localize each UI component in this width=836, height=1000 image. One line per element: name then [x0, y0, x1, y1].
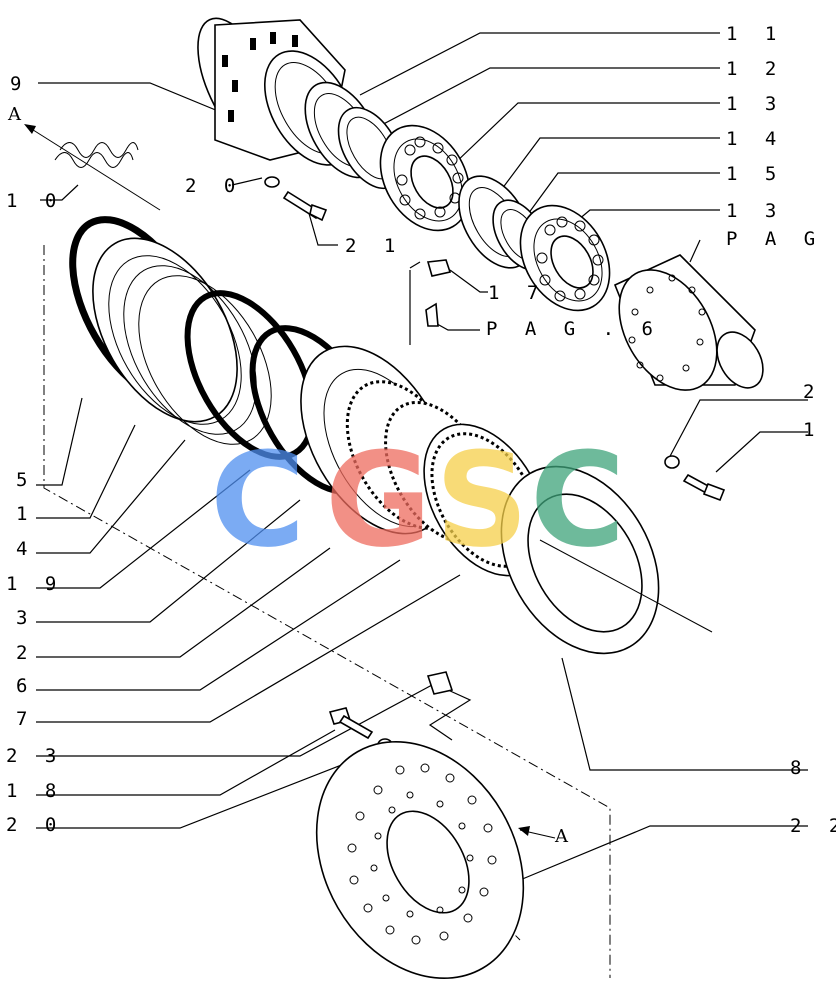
- watermark-letter: G: [325, 424, 432, 576]
- label-17: 1 7: [488, 282, 546, 304]
- label-3: 3: [16, 607, 35, 629]
- label-8: 8: [790, 757, 809, 779]
- label-19: 1 9: [6, 573, 64, 595]
- part-10-spring: [54, 142, 139, 168]
- label-20-right: 2 0: [803, 381, 836, 403]
- part-20-washer-right: [664, 455, 680, 469]
- label-18: 1 8: [6, 780, 64, 802]
- part-23-plug: [426, 671, 454, 695]
- label-13-second: 1 3: [726, 200, 784, 222]
- label-arrow-a-top: A: [7, 104, 22, 125]
- label-6: 6: [16, 675, 35, 697]
- label-12: 1 2: [726, 58, 784, 80]
- label-13-top: 1 3: [726, 93, 784, 115]
- callout-labels: 9 A 1 0 1 1 1 2 1 3 1 4 1 5 1 3 2 0 2 1 …: [6, 23, 836, 847]
- part-8-flange: [500, 465, 713, 655]
- watermark-letter: C: [530, 424, 625, 576]
- part-13-bearing-top: [379, 124, 471, 232]
- leader-lines: [36, 32, 808, 881]
- label-20-lower: 2 0: [6, 814, 64, 836]
- label-20-top: 2 0: [185, 175, 243, 197]
- label-10: 1 0: [6, 190, 64, 212]
- part-18-bolt: [328, 707, 374, 740]
- label-7: 7: [16, 708, 35, 730]
- label-14: 1 4: [726, 128, 784, 150]
- part-13-bearing-second: [519, 204, 611, 312]
- label-pag4: P A G . 4: [726, 228, 836, 250]
- part-17-plug: [425, 259, 452, 327]
- label-2: 2: [16, 642, 35, 664]
- part-21-bolt: [282, 190, 328, 222]
- label-9: 9: [10, 73, 29, 95]
- label-arrow-a-bottom: A: [554, 826, 569, 847]
- label-21: 2 1: [345, 235, 403, 257]
- part-20-washer-top: [264, 176, 280, 188]
- label-16: 1 6: [803, 419, 836, 441]
- label-4: 4: [16, 538, 35, 560]
- watermark-letter: C: [210, 424, 305, 576]
- label-pag6: P A G . 6: [486, 318, 661, 340]
- label-15: 1 5: [726, 163, 784, 185]
- pag4-shaft: [613, 254, 764, 391]
- part-22-disc: [315, 740, 525, 980]
- watermark: C G S C: [210, 424, 625, 576]
- part-4-ring: [184, 290, 316, 460]
- label-1: 1: [16, 503, 35, 525]
- watermark-letter: S: [435, 424, 529, 576]
- label-23: 2 3: [6, 745, 64, 767]
- label-5: 5: [16, 469, 35, 491]
- label-22: 2 2: [790, 815, 836, 837]
- part-9-housing: [197, 17, 357, 166]
- label-11: 1 1: [726, 23, 784, 45]
- part-16-bolt: [682, 473, 726, 502]
